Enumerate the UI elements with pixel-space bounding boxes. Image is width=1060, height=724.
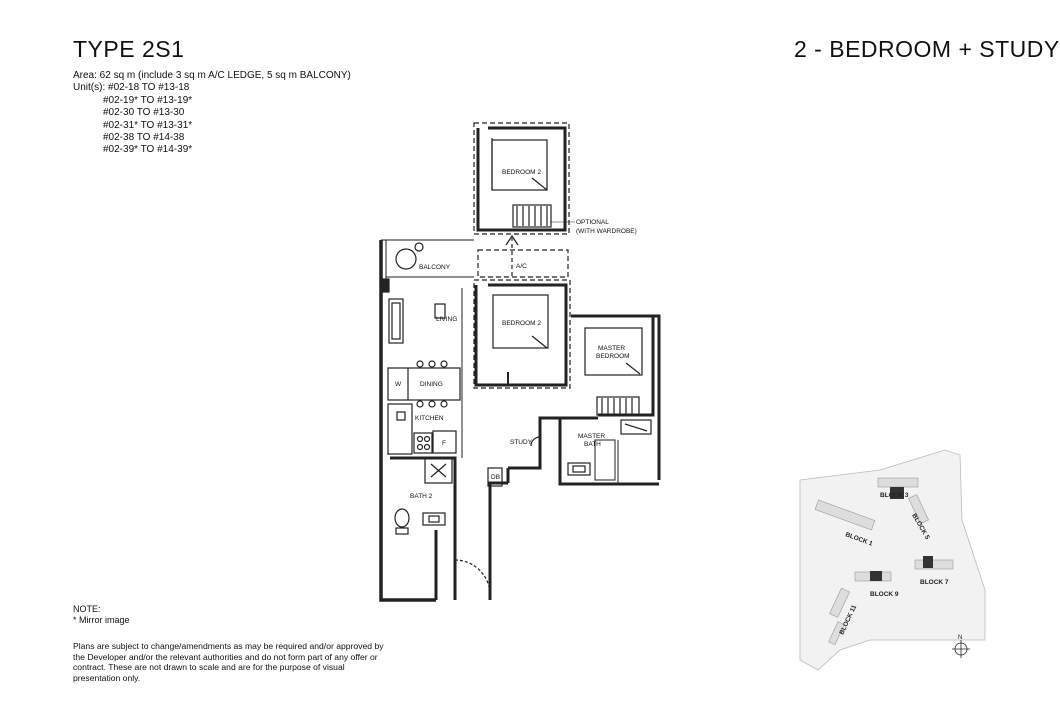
tv-icon: [434, 303, 446, 319]
room-label: W: [395, 381, 402, 388]
sofa-icon: [388, 298, 404, 344]
shower-icon: [424, 457, 453, 484]
kitchen-counter: [387, 403, 413, 455]
unit-row: #02-19* TO #13-19*: [73, 95, 351, 107]
room-label: DB: [491, 474, 500, 481]
room-label: BATH: [584, 441, 601, 448]
block-label: BLOCK 9: [870, 591, 899, 598]
note-mirror: * Mirror image: [73, 615, 130, 625]
study-door: [530, 436, 541, 447]
block-label: BLOCK 7: [920, 579, 949, 586]
room-label: BEDROOM: [596, 353, 630, 360]
annotation: (WITH WARDROBE): [576, 228, 637, 235]
bath2-walls: [390, 456, 457, 600]
room-label: BATH 2: [410, 493, 433, 500]
bedroom2-walls: [474, 283, 568, 387]
unit-row: Unit(s): #02-18 TO #13-18: [73, 82, 351, 94]
room-label: A/C: [516, 263, 527, 270]
room-label: KITCHEN: [415, 415, 444, 422]
room-label: LIVING: [436, 316, 457, 323]
area-text: Area: 62 sq m (include 3 sq m A/C LEDGE,…: [73, 70, 351, 81]
bedroom2-outline: [473, 279, 571, 389]
basin-icon: [567, 462, 591, 476]
unit-category-title: 2 - BEDROOM + STUDY: [794, 36, 1060, 62]
unit-row: #02-31* TO #13-31*: [73, 120, 351, 132]
block-label: BLOCK 3: [880, 492, 909, 499]
unit-type-title: TYPE 2S1: [73, 36, 185, 62]
optional-bedroom-walls: [476, 126, 567, 232]
entrance-door-swing: [454, 559, 491, 596]
bed-icon: [491, 139, 548, 191]
unit-row: #02-39* TO #14-39*: [73, 144, 351, 156]
disclaimer-text: Plans are subject to change/amendments a…: [73, 641, 384, 683]
unit-range: #02-39* TO #14-39*: [103, 144, 193, 156]
wardrobe-icon: [512, 204, 552, 228]
unit-info: Area: 62 sq m (include 3 sq m A/C LEDGE,…: [73, 70, 351, 157]
dining-table-icon: [387, 367, 461, 401]
floor-plan: BEDROOM 2 OPTIONAL (WITH WARDROBE) BALCO…: [379, 122, 986, 671]
room-label: MASTER: [598, 345, 625, 352]
notes: NOTE: * Mirror image: [73, 604, 130, 626]
stove-icon: [413, 432, 433, 454]
toilet-icon: [394, 508, 410, 528]
unit-row: #02-38 TO #14-38: [73, 132, 351, 144]
unit-range: #02-31* TO #13-31*: [103, 119, 193, 131]
room-label: BEDROOM 2: [502, 169, 541, 176]
shower-icon: [620, 419, 652, 435]
unit-range: #02-30 TO #13-30: [103, 107, 185, 119]
db-box: [487, 467, 503, 487]
unit-range: #02-18 TO #13-18: [108, 82, 190, 94]
sink-icon: [396, 411, 406, 421]
outer-wall-left: [379, 240, 436, 602]
note-title: NOTE:: [73, 604, 101, 614]
north-label: N: [958, 635, 962, 641]
fridge-outline: [432, 430, 457, 454]
wardrobe-icon: [596, 396, 640, 416]
room-label: DINING: [420, 381, 443, 388]
master-bath-walls: [558, 418, 659, 486]
room-label: F: [442, 440, 446, 447]
annotation: OPTIONAL: [576, 219, 609, 226]
units-label: Unit(s):: [73, 82, 106, 94]
basin-icon: [422, 512, 446, 526]
key-plan: BLOCK 1 BLOCK 3 BLOCK 5 BLOCK 7 BLOCK 9 …: [799, 449, 986, 671]
bed-icon: [492, 294, 549, 349]
unit-row: #02-30 TO #13-30: [73, 107, 351, 119]
toilet-icon: [594, 439, 616, 481]
master-bedroom-walls: [571, 314, 655, 417]
bed-icon: [584, 327, 643, 376]
room-label: STUDY: [510, 439, 533, 446]
unit-range: #02-38 TO #14-38: [103, 132, 185, 144]
optional-bedroom-outline: [473, 122, 570, 235]
north-arrow-icon: N: [952, 635, 970, 658]
ac-ledge-outline: [477, 249, 569, 278]
room-label: MASTER: [578, 433, 605, 440]
room-label: BEDROOM 2: [502, 320, 541, 327]
balcony-table-icon: [395, 248, 417, 270]
room-label: BALCONY: [419, 264, 451, 271]
unit-range: #02-19* TO #13-19*: [103, 94, 193, 106]
